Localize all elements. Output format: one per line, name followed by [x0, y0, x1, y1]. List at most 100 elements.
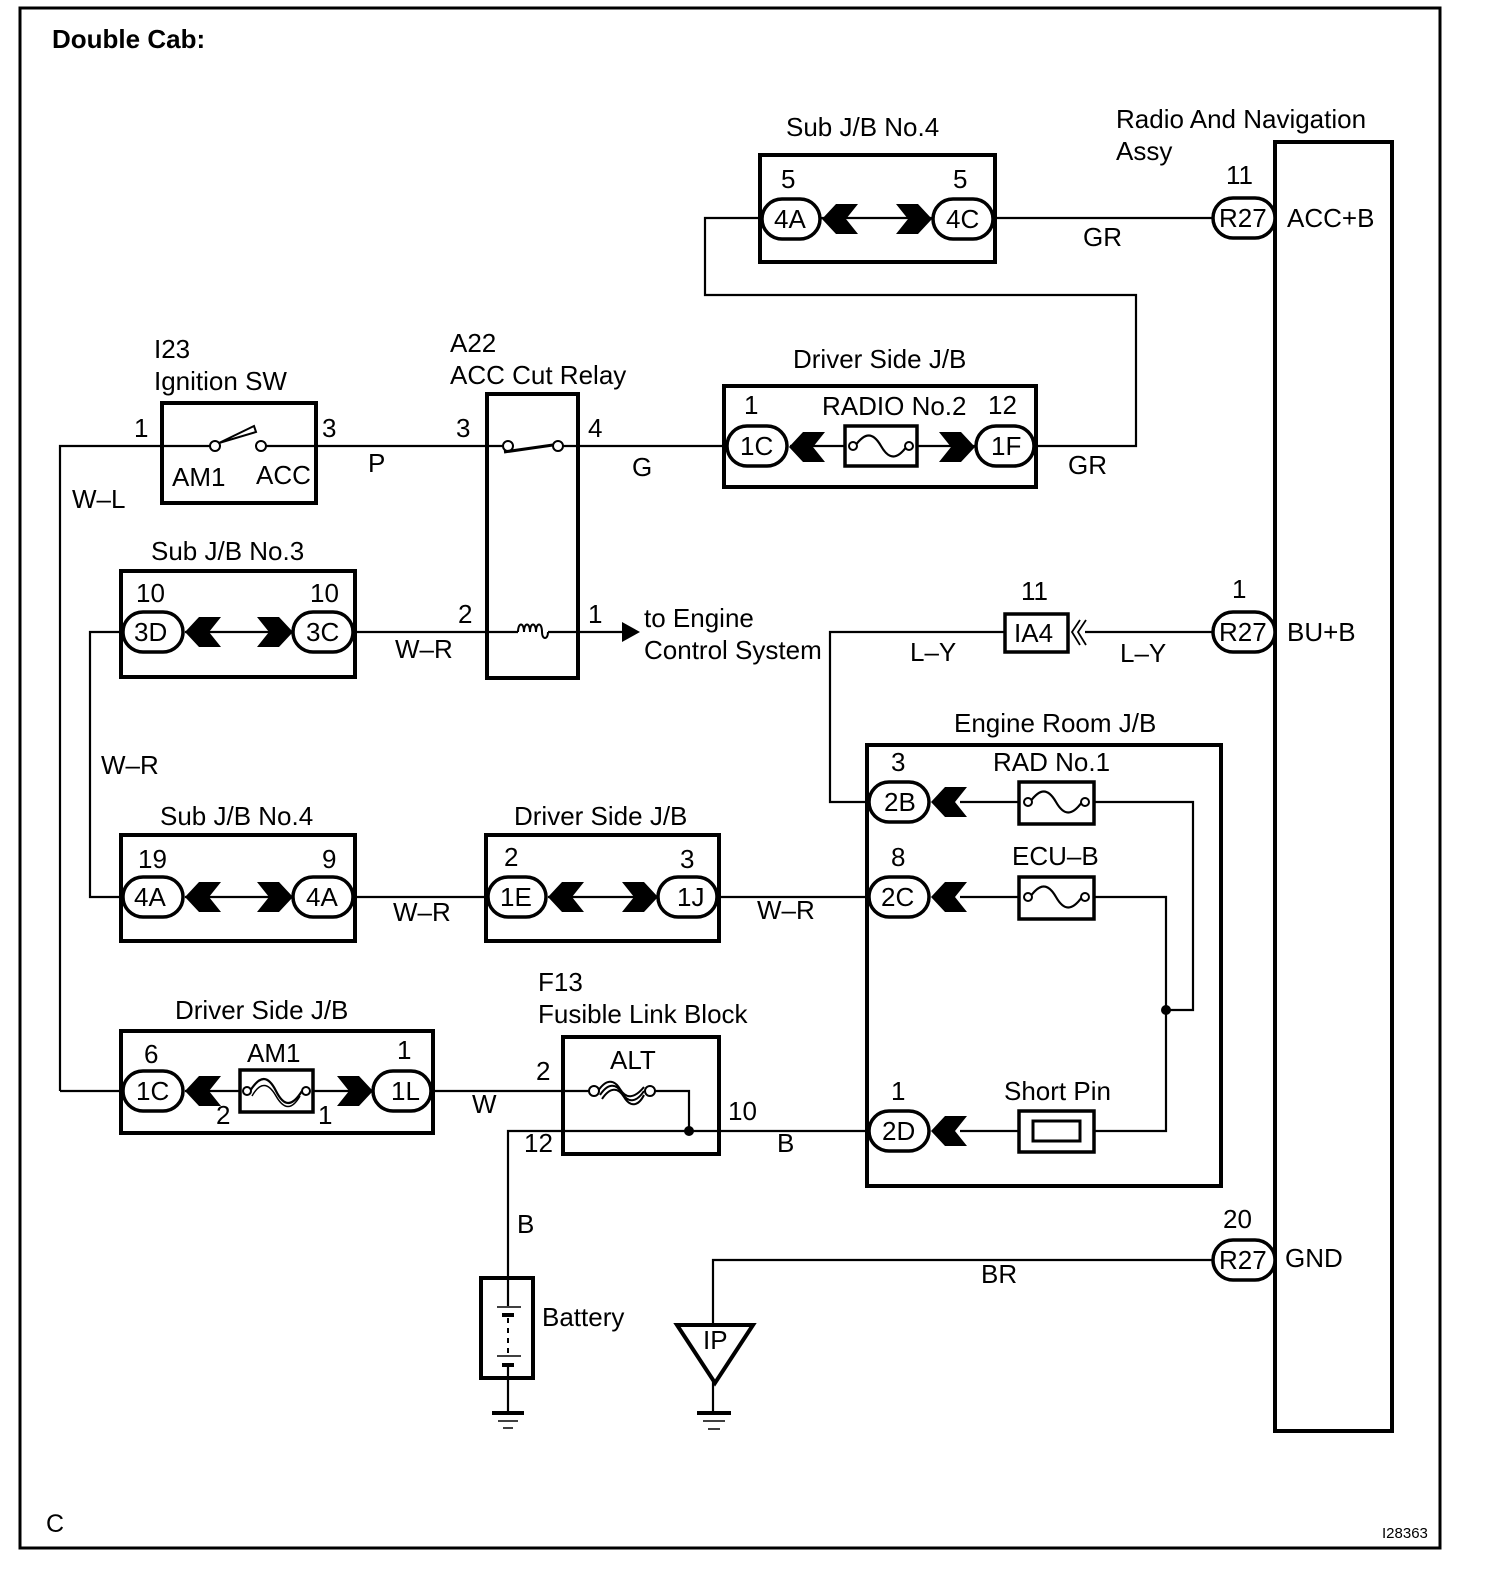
- component-id: I23: [154, 334, 190, 364]
- connector-label: 3D: [134, 617, 167, 647]
- pin-label: 3: [456, 413, 470, 443]
- switch-contact-icon: [218, 424, 258, 444]
- connector-R27-acc[interactable]: [1211, 196, 1277, 240]
- inline-connector-icon: [1070, 619, 1087, 646]
- wire-color-label: W–R: [101, 750, 159, 780]
- relay-contact-icon: [503, 443, 554, 454]
- wire-color-label: GR: [1083, 222, 1122, 252]
- connector-1F[interactable]: [974, 424, 1036, 468]
- connector-label: 2B: [884, 787, 916, 817]
- pin-label: 3: [891, 747, 905, 777]
- page-frame: [18, 6, 1442, 1550]
- connector-label: 2C: [881, 882, 914, 912]
- component-label: Engine Room J/B: [954, 708, 1156, 738]
- acc-cut-relay: A22 ACC Cut Relay 3 4 2 1: [450, 328, 626, 680]
- radio-nav-label: Radio And Navigation: [1116, 104, 1366, 134]
- component-label: Driver Side J/B: [514, 801, 687, 831]
- ground-ip-label: IP: [703, 1325, 728, 1355]
- component-label: ACC Cut Relay: [450, 360, 626, 390]
- pin-label: 5: [781, 164, 795, 194]
- terminal-name: GND: [1285, 1243, 1343, 1273]
- connector-IA4[interactable]: [1003, 612, 1070, 654]
- connector-R27-gnd[interactable]: [1211, 1238, 1277, 1282]
- driver-side-jb-mid: Driver Side J/B 2 3 1E 1J: [484, 801, 721, 943]
- radio-nav-label-2: Assy: [1116, 136, 1172, 166]
- fuse-label: RAD No.1: [993, 747, 1110, 777]
- pin-label: 2: [536, 1056, 550, 1086]
- connector-1E[interactable]: [486, 875, 548, 919]
- pin-label: 1: [588, 599, 602, 629]
- connector-3D[interactable]: [121, 610, 185, 654]
- component-id: F13: [538, 967, 583, 997]
- sub-jb4-bottom: Sub J/B No.4 19 9 4A 4A: [119, 801, 357, 943]
- connector-label: 2D: [882, 1116, 915, 1146]
- pin-label: 1: [744, 390, 758, 420]
- connector-1J[interactable]: [656, 875, 719, 919]
- connector-1C-am1[interactable]: [121, 1069, 185, 1113]
- connector-3C[interactable]: [291, 610, 355, 654]
- pin-label: 11: [1021, 576, 1048, 606]
- connector-4A-19[interactable]: [121, 875, 185, 919]
- pin-label: 4: [588, 413, 602, 443]
- component-label: Ignition SW: [154, 366, 287, 396]
- pin-label: 1: [1232, 574, 1246, 604]
- component-id: A22: [450, 328, 496, 358]
- relay-coil-icon: [517, 623, 549, 639]
- wire-color-label: B: [517, 1209, 534, 1239]
- fuse-label: AM1: [247, 1038, 300, 1068]
- pin-label: 2: [504, 842, 518, 872]
- fusible-link-alt-icon[interactable]: [588, 1080, 656, 1106]
- wire-color-label: W–R: [395, 634, 453, 664]
- sub-jb4-top-label: Sub J/B No.4: [786, 112, 939, 142]
- connector-R27-bu[interactable]: [1211, 610, 1277, 654]
- pin-label: 1: [134, 413, 148, 443]
- driver-side-jb-radio: Driver Side J/B 1 RADIO No.2 12 1C 1F: [722, 344, 1038, 489]
- connector-label: 4C: [946, 204, 979, 234]
- component-label: Driver Side J/B: [793, 344, 966, 374]
- diagram-title: Double Cab:: [52, 24, 205, 54]
- connector-4A[interactable]: [760, 197, 822, 241]
- battery: Battery: [479, 1276, 624, 1380]
- corner-letter: C: [46, 1510, 64, 1538]
- connector-2C[interactable]: [867, 875, 931, 919]
- pin-label: 3: [680, 844, 694, 874]
- pin-label: 10: [310, 578, 339, 608]
- arrow-right-icon: [622, 622, 640, 642]
- engine-control-label: to Engine: [644, 603, 754, 633]
- connector-4C[interactable]: [931, 197, 995, 241]
- connector-label: 4A: [134, 882, 166, 912]
- connector-label: R27: [1219, 1245, 1267, 1275]
- connector-2D[interactable]: [867, 1109, 931, 1153]
- pin-label: 11: [1226, 160, 1253, 190]
- ground-icon: [492, 1411, 524, 1429]
- pin-label: 1: [891, 1076, 905, 1106]
- driver-side-jb-am1: Driver Side J/B 6 AM1 1 1C 2 1 1L: [119, 995, 435, 1135]
- connector-label: R27: [1219, 203, 1267, 233]
- connector-label: 3C: [306, 617, 339, 647]
- terminal-name: ACC+B: [1287, 203, 1374, 233]
- pin-label: 1: [397, 1035, 411, 1065]
- fuse-label: ALT: [610, 1045, 656, 1075]
- connector-4A-9[interactable]: [291, 875, 355, 919]
- connector-1L[interactable]: [371, 1069, 433, 1113]
- sub-jb3: Sub J/B No.3 10 10 3D 3C: [119, 536, 357, 679]
- fuse-label: Short Pin: [1004, 1076, 1111, 1106]
- pin-label: 1: [318, 1100, 332, 1130]
- wire-color-label: W–R: [757, 895, 815, 925]
- pin-label: 6: [144, 1039, 158, 1069]
- wire-color-label: GR: [1068, 450, 1107, 480]
- pin-label: 2: [216, 1100, 230, 1130]
- connector-label: 4A: [774, 204, 806, 234]
- wire-color-label: B: [777, 1128, 794, 1158]
- fusible-link-block: F13 Fusible Link Block ALT 2 10 12: [524, 967, 757, 1158]
- battery-label: Battery: [542, 1302, 624, 1332]
- connector-label: R27: [1219, 617, 1267, 647]
- connector-1C[interactable]: [725, 424, 789, 468]
- terminal-name: ACC: [256, 460, 311, 490]
- terminal-name: BU+B: [1287, 617, 1356, 647]
- wire-color-label: W–L: [72, 484, 125, 514]
- wire-color-label: W: [472, 1089, 497, 1119]
- connector-2B[interactable]: [867, 780, 931, 824]
- sub-jb4-top: Sub J/B No.4 5 5 4A 4C: [758, 112, 997, 264]
